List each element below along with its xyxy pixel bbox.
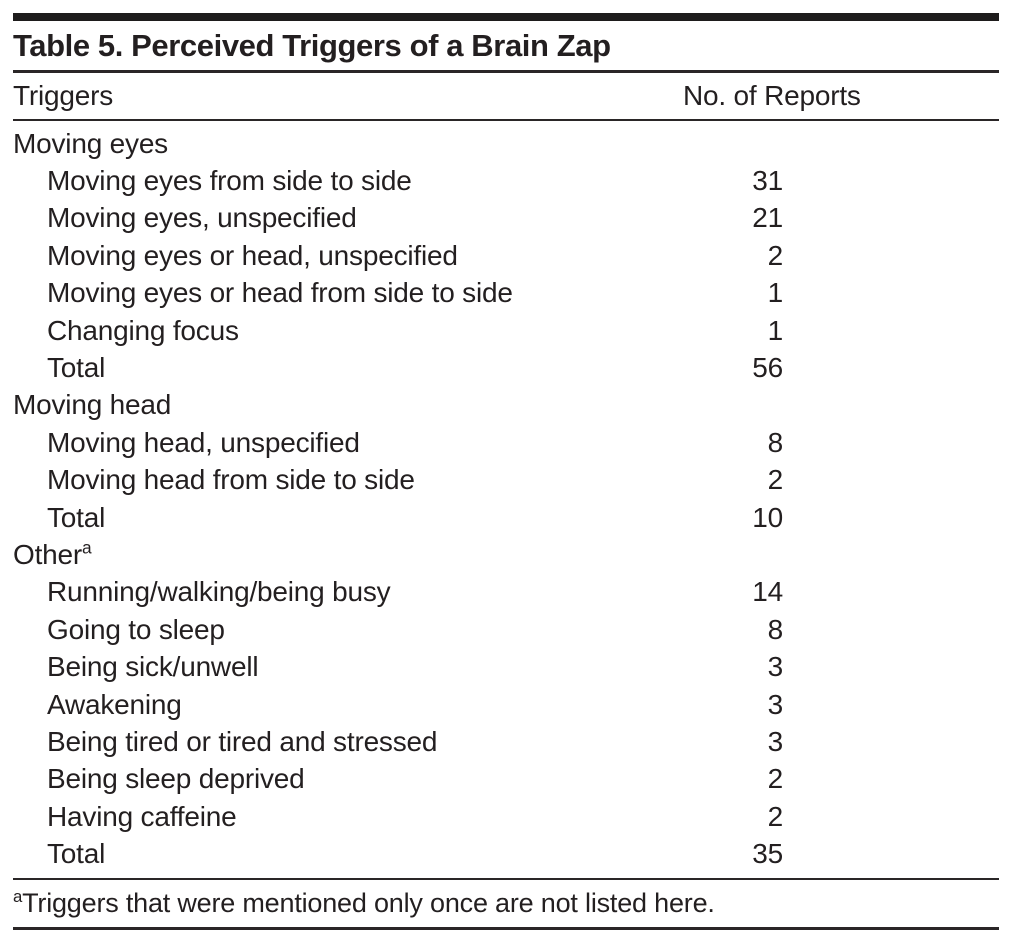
trigger-value: 2 [767, 800, 784, 832]
table-row: Moving eyes [13, 125, 999, 162]
table-row: Moving head from side to side 2 [13, 462, 999, 499]
total-label: Total [47, 352, 106, 384]
table-row: Going to sleep 8 [13, 611, 999, 648]
table-row: Moving eyes or head, unspecified 2 [13, 237, 999, 274]
total-label: Total [47, 838, 106, 870]
trigger-value: 21 [752, 202, 783, 234]
trigger-value: 3 [767, 688, 784, 720]
table-row: Awakening 3 [13, 686, 999, 723]
table-title: Table 5. Perceived Triggers of a Brain Z… [13, 27, 611, 63]
table-row: Running/walking/being busy 14 [13, 574, 999, 611]
trigger-value: 8 [767, 426, 784, 458]
trigger-label: Being tired or tired and stressed [47, 725, 438, 757]
table-row-total: Total 35 [13, 835, 999, 872]
column-header-row: Triggers No. of Reports [13, 73, 999, 121]
footnote-marker-ref: a [82, 538, 92, 558]
group-label-text: Other [13, 538, 83, 570]
table-row: Moving eyes or head from side to side 1 [13, 275, 999, 312]
trigger-label: Moving eyes or head from side to side [47, 277, 513, 309]
trigger-label: Moving head, unspecified [47, 426, 360, 458]
trigger-label: Moving eyes or head, unspecified [47, 239, 458, 271]
column-header-reports: No. of Reports [683, 80, 861, 111]
trigger-label: Awakening [47, 688, 182, 720]
table-footnote: aTriggers that were mentioned only once … [13, 877, 999, 931]
top-accent-bar [13, 13, 999, 21]
trigger-value: 2 [767, 763, 784, 795]
trigger-value: 8 [767, 613, 784, 645]
column-header-triggers: Triggers [13, 80, 114, 111]
table-row: Changing focus 1 [13, 312, 999, 349]
trigger-value: 2 [767, 464, 784, 496]
table-row: Othera [13, 536, 999, 573]
table-body: Moving eyes Moving eyes from side to sid… [13, 121, 999, 878]
footnote-marker: a [13, 887, 23, 907]
total-value: 56 [752, 352, 783, 384]
trigger-value: 14 [752, 576, 783, 608]
trigger-label: Going to sleep [47, 613, 225, 645]
table-row: Being tired or tired and stressed 3 [13, 723, 999, 760]
trigger-value: 31 [752, 165, 783, 197]
footnote-text-wrap: aTriggers that were mentioned only once … [13, 888, 715, 919]
table-figure: Table 5. Perceived Triggers of a Brain Z… [13, 13, 999, 931]
table-row: Moving head, unspecified 8 [13, 424, 999, 461]
trigger-value: 2 [767, 239, 784, 271]
table-row: Being sick/unwell 3 [13, 648, 999, 685]
table-row-total: Total 56 [13, 349, 999, 386]
total-value: 10 [752, 501, 783, 533]
trigger-label: Being sick/unwell [47, 651, 259, 683]
trigger-label: Moving eyes, unspecified [47, 202, 357, 234]
trigger-value: 1 [767, 277, 784, 309]
trigger-label: Being sleep deprived [47, 763, 305, 795]
trigger-label: Moving head from side to side [47, 464, 415, 496]
trigger-group-label: Moving head [13, 389, 172, 421]
trigger-label: Moving eyes from side to side [47, 165, 412, 197]
table-row: Being sleep deprived 2 [13, 761, 999, 798]
trigger-label: Having caffeine [47, 800, 237, 832]
total-label: Total [47, 501, 106, 533]
total-value: 35 [752, 838, 783, 870]
trigger-group-label: Moving eyes [13, 127, 168, 159]
trigger-value: 3 [767, 725, 784, 757]
table-row: Moving eyes from side to side 31 [13, 162, 999, 199]
table-row-total: Total 10 [13, 499, 999, 536]
footnote-text: Triggers that were mentioned only once a… [22, 888, 715, 919]
table-title-row: Table 5. Perceived Triggers of a Brain Z… [13, 21, 999, 73]
table-row: Moving eyes, unspecified 21 [13, 200, 999, 237]
table-row: Having caffeine 2 [13, 798, 999, 835]
table-row: Moving head [13, 387, 999, 424]
trigger-label: Running/walking/being busy [47, 576, 391, 608]
trigger-value: 3 [767, 651, 784, 683]
trigger-group-label: Othera [13, 539, 703, 571]
trigger-label: Changing focus [47, 314, 239, 346]
trigger-value: 1 [767, 314, 784, 346]
